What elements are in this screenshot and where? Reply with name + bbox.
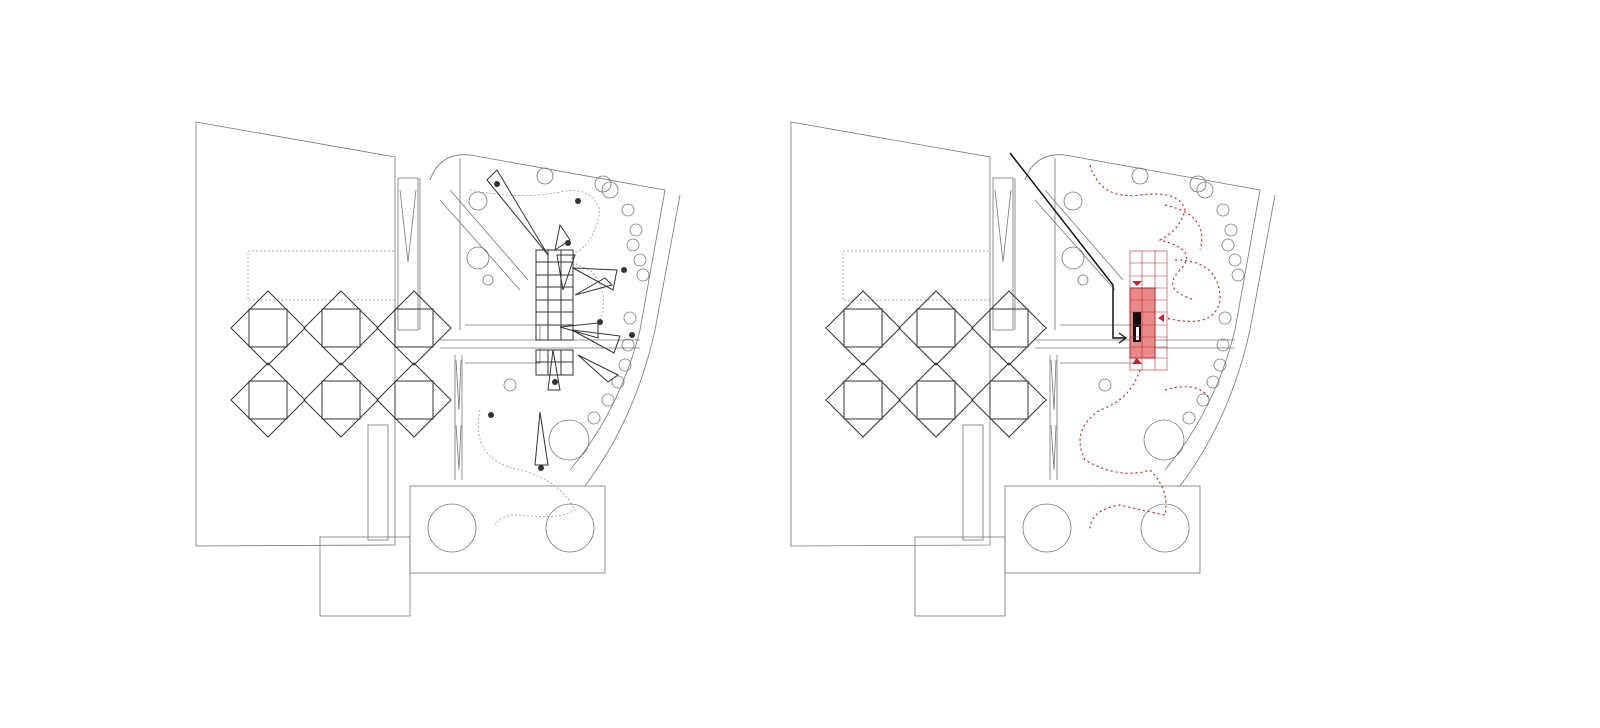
site-plan-circulation: [790, 121, 1276, 617]
site-plan-installations: [195, 121, 681, 617]
circulation-routes: [1079, 164, 1221, 531]
grid-platform-highlight: [1129, 250, 1168, 371]
viewing-cones: [486, 169, 621, 466]
markers: [488, 181, 635, 471]
entry-path-arrow: [1009, 152, 1125, 339]
